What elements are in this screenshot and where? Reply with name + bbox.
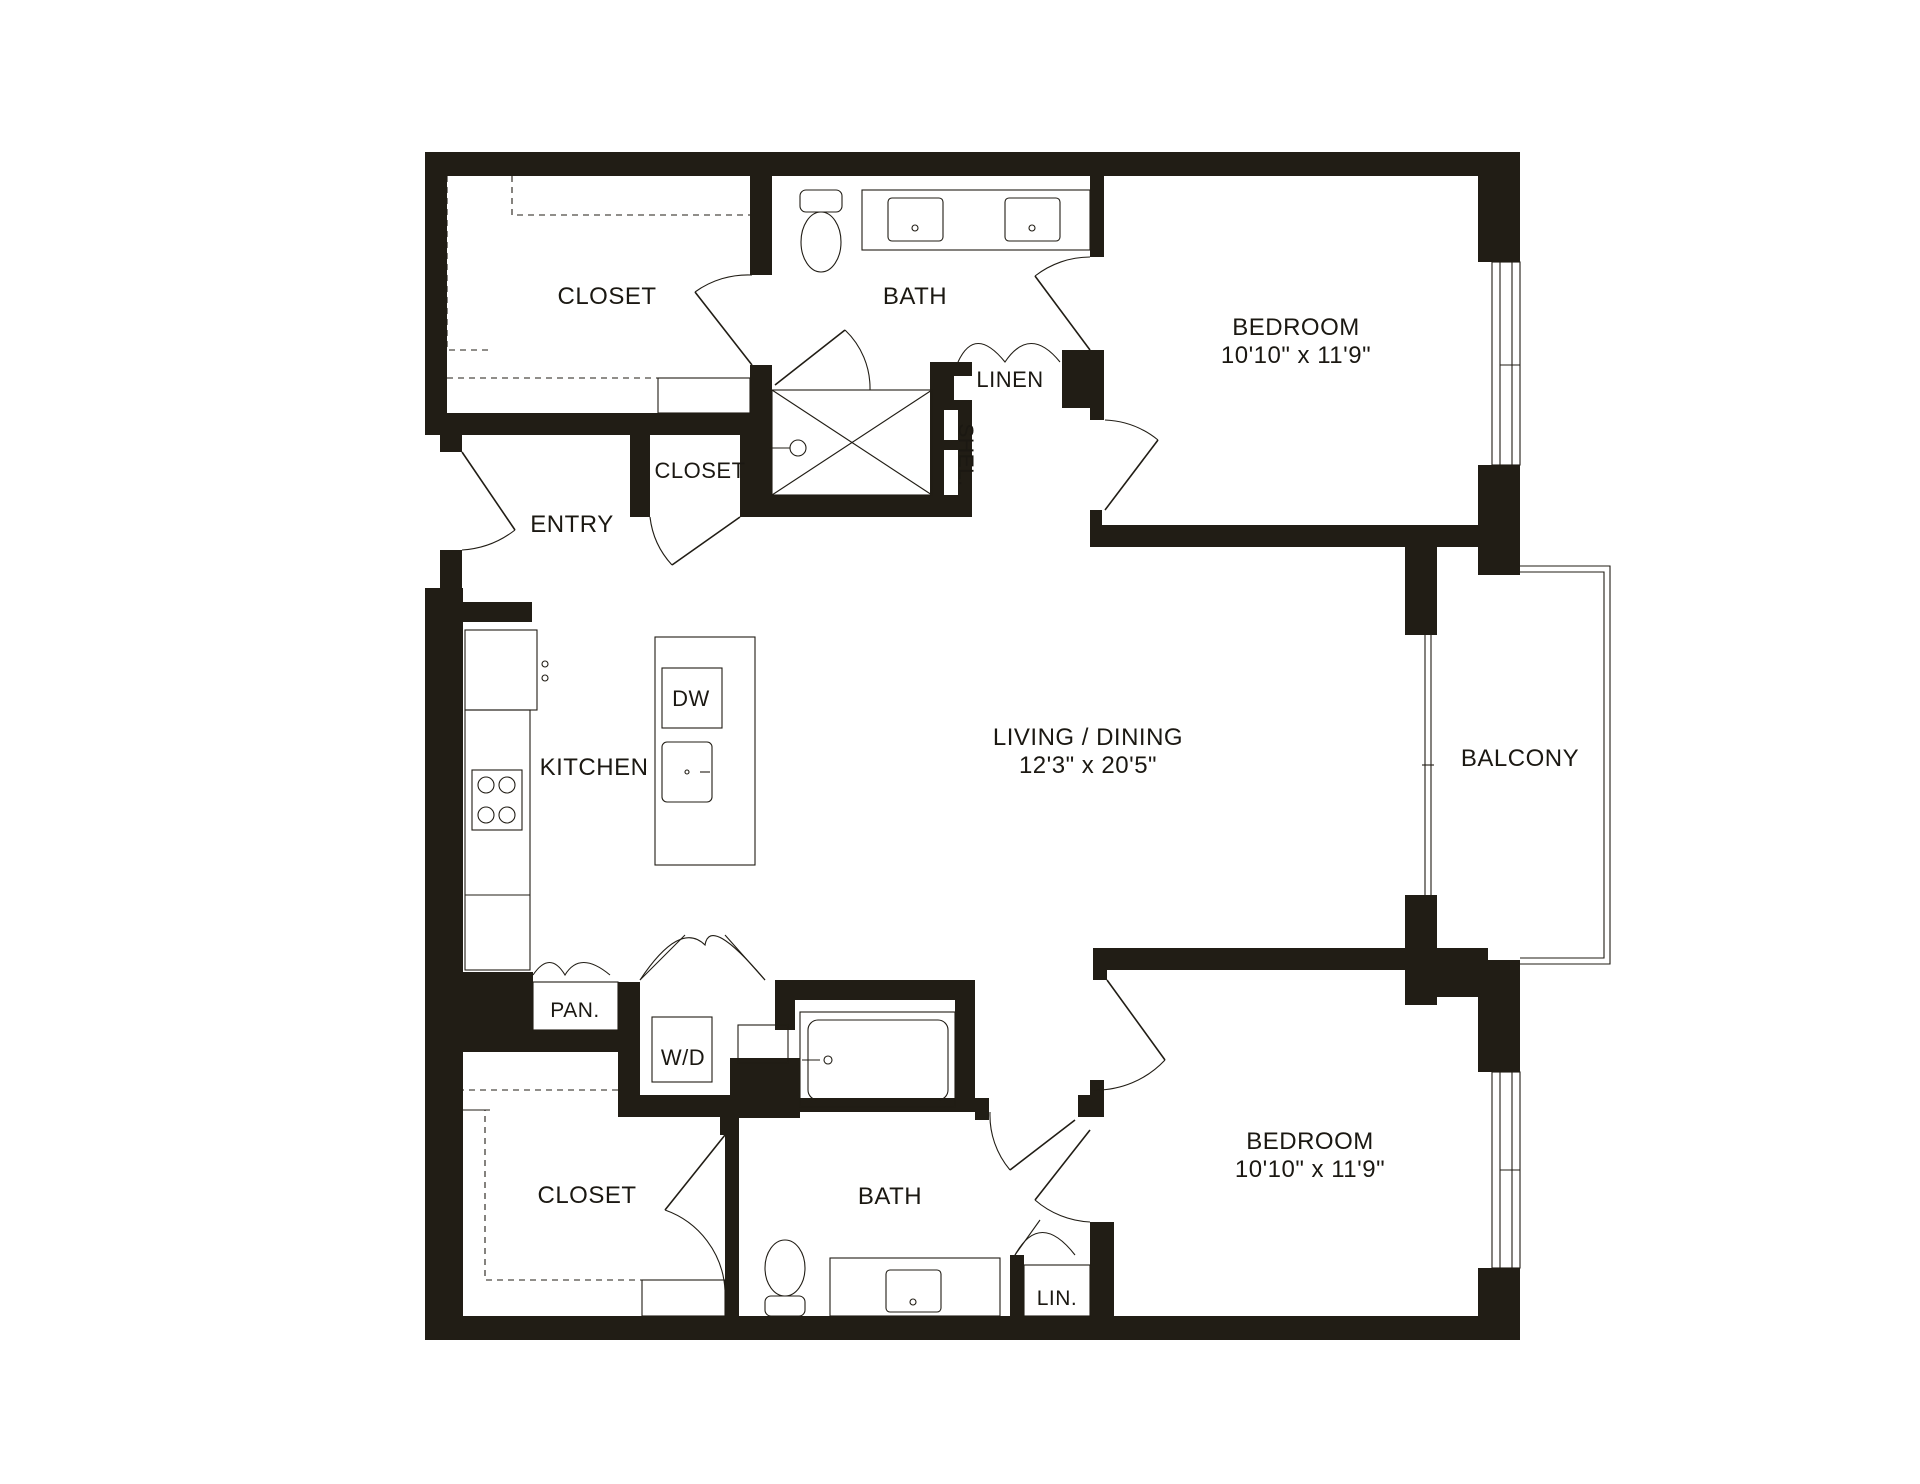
balcony-outline [1422,565,1611,965]
label-kitchen: KITCHEN [540,754,649,781]
windows [1491,261,1521,1269]
label-bath-bottom: BATH [858,1183,922,1210]
label-closet-top: CLOSET [557,283,656,310]
label-bedroom-top: BEDROOM [1232,314,1360,341]
label-bedroom-bottom: BEDROOM [1246,1128,1374,1155]
doors [461,256,1166,1291]
label-closet-bottom: CLOSET [537,1182,636,1209]
label-shelf: SHEL. [954,423,977,486]
label-dishwasher: DW [672,686,710,711]
label-linen: LINEN [976,367,1043,392]
fixtures [446,176,1091,1317]
label-pantry: PAN. [550,999,599,1022]
label-living-dim: 12'3" x 20'5" [1019,752,1157,779]
label-entry: ENTRY [530,511,613,538]
label-balcony: BALCONY [1461,745,1579,772]
label-living: LIVING / DINING [993,724,1183,751]
walls [425,152,1520,1340]
label-bath-top: BATH [883,283,947,310]
label-lin: LIN. [1037,1287,1078,1310]
label-closet-entry: CLOSET [654,458,745,483]
room-labels: CLOSET BATH BEDROOM 10'10" x 11'9" LINEN… [530,283,1579,1310]
label-bedroom-top-dim: 10'10" x 11'9" [1221,342,1371,369]
label-washer-dryer: W/D [661,1045,705,1070]
label-bedroom-bottom-dim: 10'10" x 11'9" [1235,1156,1385,1183]
